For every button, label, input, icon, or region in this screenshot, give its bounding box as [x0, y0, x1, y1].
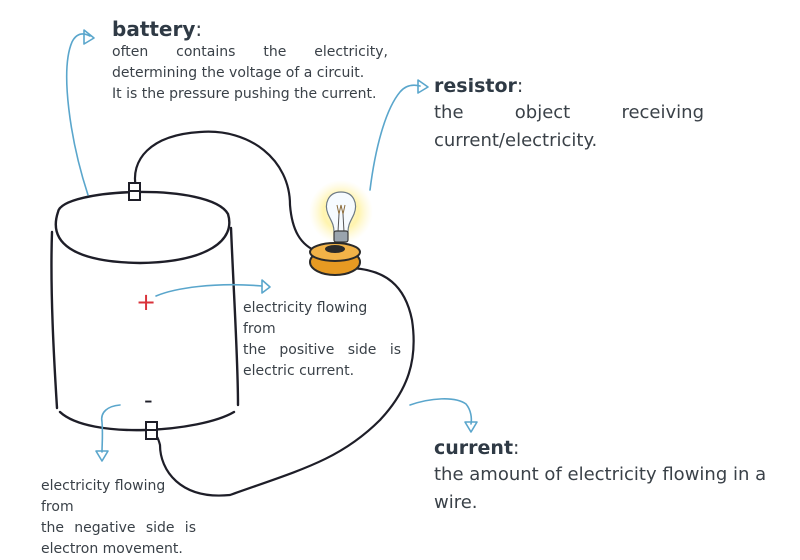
- battery-line-1: often contains the electricity,: [112, 44, 388, 60]
- current-line-1: the amount of electricity flowing in a w…: [434, 464, 767, 513]
- circuit-wire: [133, 130, 415, 497]
- current-arrowhead-icon: [464, 421, 478, 433]
- current-colon: :: [513, 437, 520, 459]
- resistor-title: resistor:: [434, 74, 704, 99]
- current-annotation: current: the amount of electricity flowi…: [434, 436, 794, 517]
- resistor-colon: :: [516, 75, 524, 97]
- battery-cylinder: [50, 190, 240, 432]
- positive-pointer-arrow: [155, 283, 263, 297]
- current-pointer-arrow: [409, 398, 473, 425]
- battery-annotation: battery: often contains the electricity,…: [112, 16, 388, 105]
- positive-line-2: the positive side is: [243, 342, 401, 358]
- top-terminal: [128, 182, 141, 201]
- minus-sign: -: [144, 386, 153, 414]
- battery-left-side: [50, 230, 59, 410]
- battery-line-3: It is the pressure pushing the current.: [112, 86, 377, 102]
- bottom-terminal: [145, 421, 158, 440]
- battery-term: battery: [112, 17, 196, 41]
- negative-line-2: the negative side is: [41, 520, 196, 536]
- resistor-line-1: the object receiving: [434, 102, 704, 123]
- positive-line-1: electricity flowing from: [243, 300, 368, 337]
- negative-line-3: electron movement.: [41, 541, 183, 557]
- resistor-annotation: resistor: the object receiving current/e…: [434, 74, 704, 155]
- battery-arrowhead-icon: [83, 29, 95, 45]
- resistor-pointer-arrow: [369, 84, 421, 191]
- negative-arrowhead-icon: [95, 450, 109, 462]
- resistor-line-2: current/electricity.: [434, 130, 598, 151]
- resistor-arrowhead-icon: [417, 79, 429, 94]
- battery-title: battery:: [112, 16, 388, 42]
- resistor-term: resistor: [434, 75, 517, 97]
- current-title: current:: [434, 436, 794, 461]
- plus-sign: +: [136, 288, 156, 316]
- current-term: current: [434, 437, 514, 459]
- negative-pointer-arrow: [100, 404, 121, 453]
- light-bulb-icon: [309, 180, 373, 276]
- positive-arrowhead-icon: [261, 279, 271, 294]
- battery-pointer-arrow: [65, 33, 91, 196]
- battery-right-side: [229, 226, 240, 407]
- battery-top-ellipse: [54, 190, 231, 265]
- negative-line-1: electricity flowing from: [41, 478, 166, 515]
- battery-line-2: determining the voltage of a circuit.: [112, 65, 365, 81]
- positive-line-3: electric current.: [243, 363, 355, 379]
- positive-side-annotation: electricity flowing from the positive si…: [243, 298, 401, 382]
- battery-colon: :: [195, 17, 203, 41]
- negative-side-annotation: electricity flowing from the negative si…: [41, 476, 196, 560]
